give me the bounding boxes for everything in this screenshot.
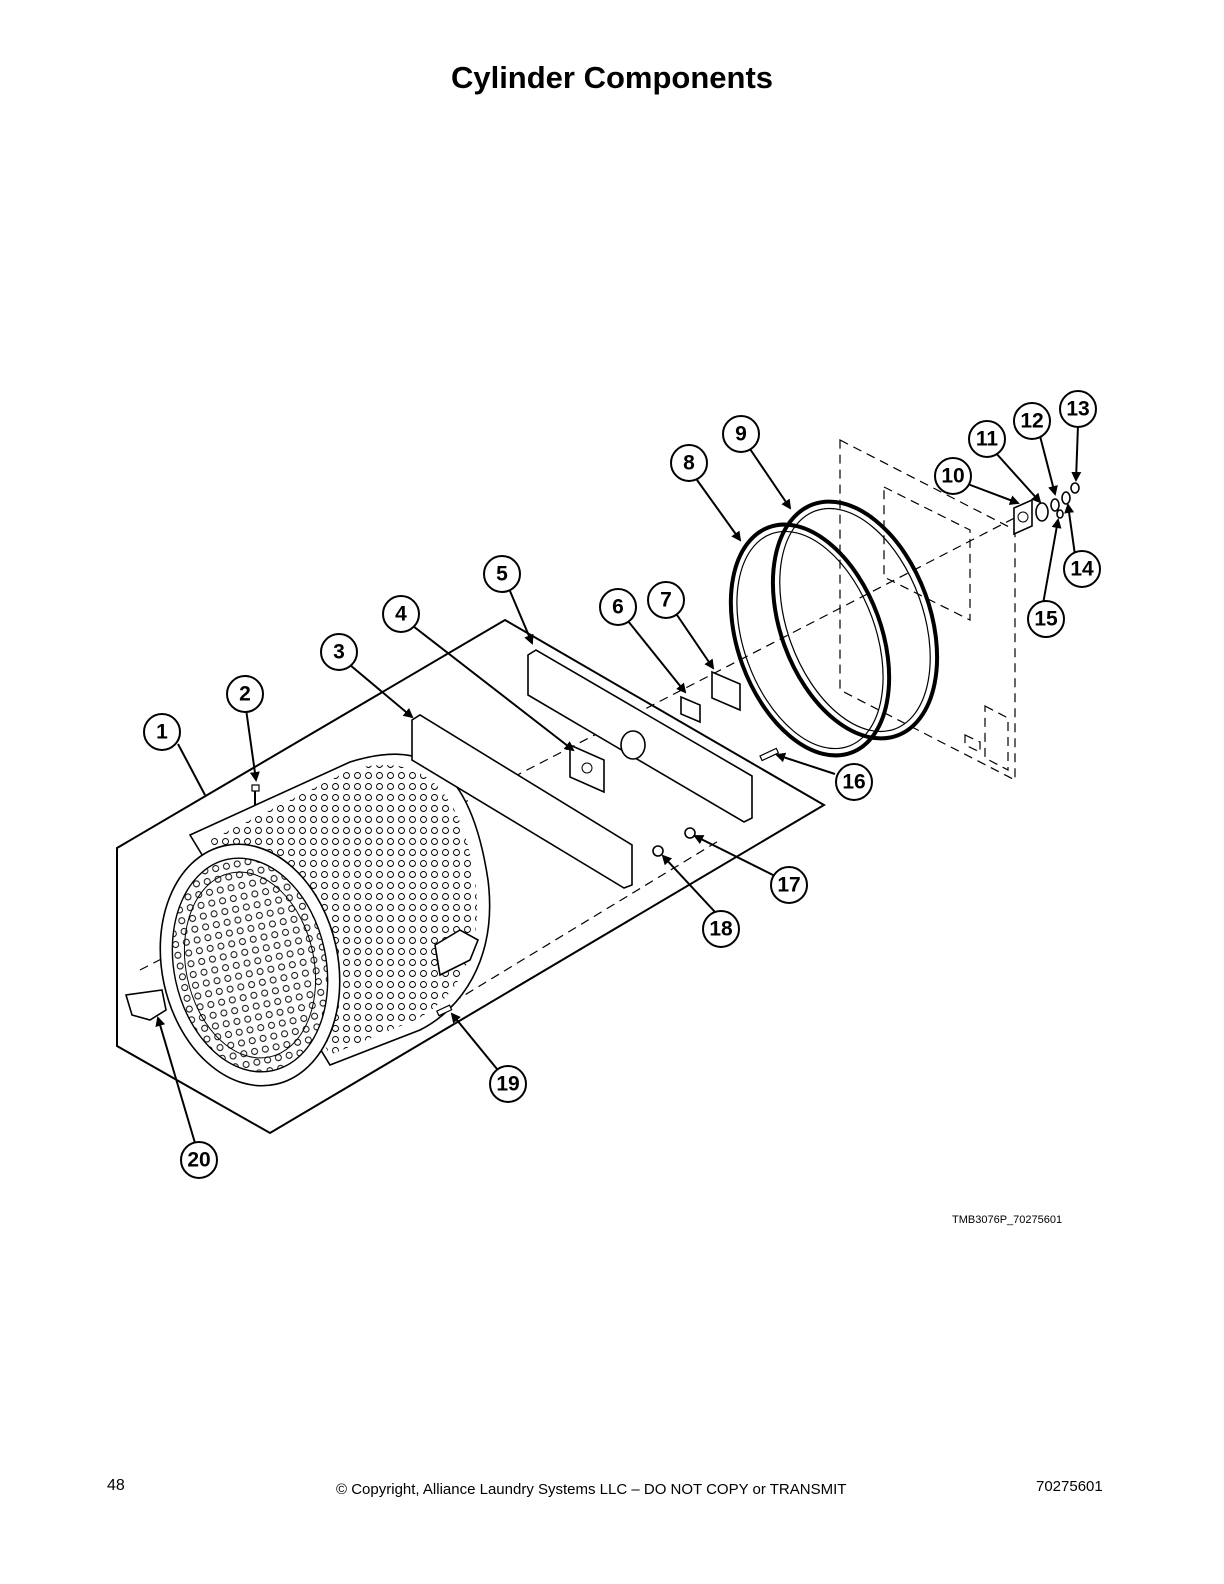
callout-11: 11 bbox=[968, 420, 1006, 458]
callout-label: 14 bbox=[1070, 558, 1094, 581]
callout-label: 10 bbox=[941, 465, 964, 488]
callout-label: 4 bbox=[395, 603, 407, 626]
callout-19: 19 bbox=[489, 1065, 527, 1103]
cylinder-drum bbox=[159, 753, 491, 1087]
callout-label: 1 bbox=[156, 721, 168, 744]
page-title: Cylinder Components bbox=[450, 60, 774, 95]
callout-label: 16 bbox=[842, 771, 865, 794]
callout-7: 7 bbox=[647, 581, 685, 619]
callout-label: 18 bbox=[709, 918, 733, 941]
callout-13: 13 bbox=[1059, 390, 1097, 428]
rear-panel bbox=[839, 439, 1016, 781]
block-part-6 bbox=[680, 695, 701, 724]
callout-label: 13 bbox=[1066, 398, 1089, 421]
callout-16: 16 bbox=[835, 763, 873, 801]
callout-20: 20 bbox=[180, 1141, 218, 1179]
callout-4: 4 bbox=[382, 595, 420, 633]
callout-label: 5 bbox=[496, 563, 508, 586]
callout-label: 12 bbox=[1020, 410, 1043, 433]
callout-8: 8 bbox=[670, 444, 708, 482]
callout-label: 15 bbox=[1034, 608, 1058, 631]
ring-part-8 bbox=[728, 522, 892, 758]
callout-label: 17 bbox=[777, 874, 800, 897]
callout-label: 9 bbox=[735, 423, 747, 446]
callout-6: 6 bbox=[599, 588, 637, 626]
base-plate-outline bbox=[116, 618, 826, 1135]
callout-10: 10 bbox=[934, 457, 972, 495]
rib-part-3 bbox=[411, 714, 633, 889]
callout-15: 15 bbox=[1027, 600, 1065, 638]
callout-1: 1 bbox=[143, 713, 181, 751]
callout-label: 6 bbox=[612, 596, 624, 619]
callout-14: 14 bbox=[1063, 550, 1101, 588]
callout-label: 11 bbox=[976, 428, 999, 451]
callout-label: 19 bbox=[496, 1073, 519, 1096]
document-number: 70275601 bbox=[1036, 1478, 1103, 1495]
plate-part-7 bbox=[711, 670, 741, 712]
callout-3: 3 bbox=[320, 633, 358, 671]
copyright-notice: © Copyright, Alliance Laundry Systems LL… bbox=[336, 1481, 847, 1498]
callout-2: 2 bbox=[226, 675, 264, 713]
drawing-id: TMB3076P_70275601 bbox=[952, 1214, 1063, 1226]
baffle-part-20 bbox=[124, 989, 167, 1021]
callout-label: 7 bbox=[660, 589, 672, 612]
page-number: 48 bbox=[107, 1477, 125, 1494]
leader-lines bbox=[155, 424, 1082, 1144]
callout-label: 8 bbox=[683, 452, 695, 475]
callout-5: 5 bbox=[483, 555, 521, 593]
ring-part-9 bbox=[770, 499, 940, 741]
callout-9: 9 bbox=[722, 415, 760, 453]
callout-label: 2 bbox=[239, 683, 251, 706]
callout-label: 3 bbox=[333, 641, 345, 664]
callout-12: 12 bbox=[1013, 402, 1051, 440]
bracket-part-4 bbox=[569, 743, 605, 794]
callout-17: 17 bbox=[770, 866, 808, 904]
callout-label: 20 bbox=[187, 1149, 210, 1172]
callout-18: 18 bbox=[702, 910, 740, 948]
